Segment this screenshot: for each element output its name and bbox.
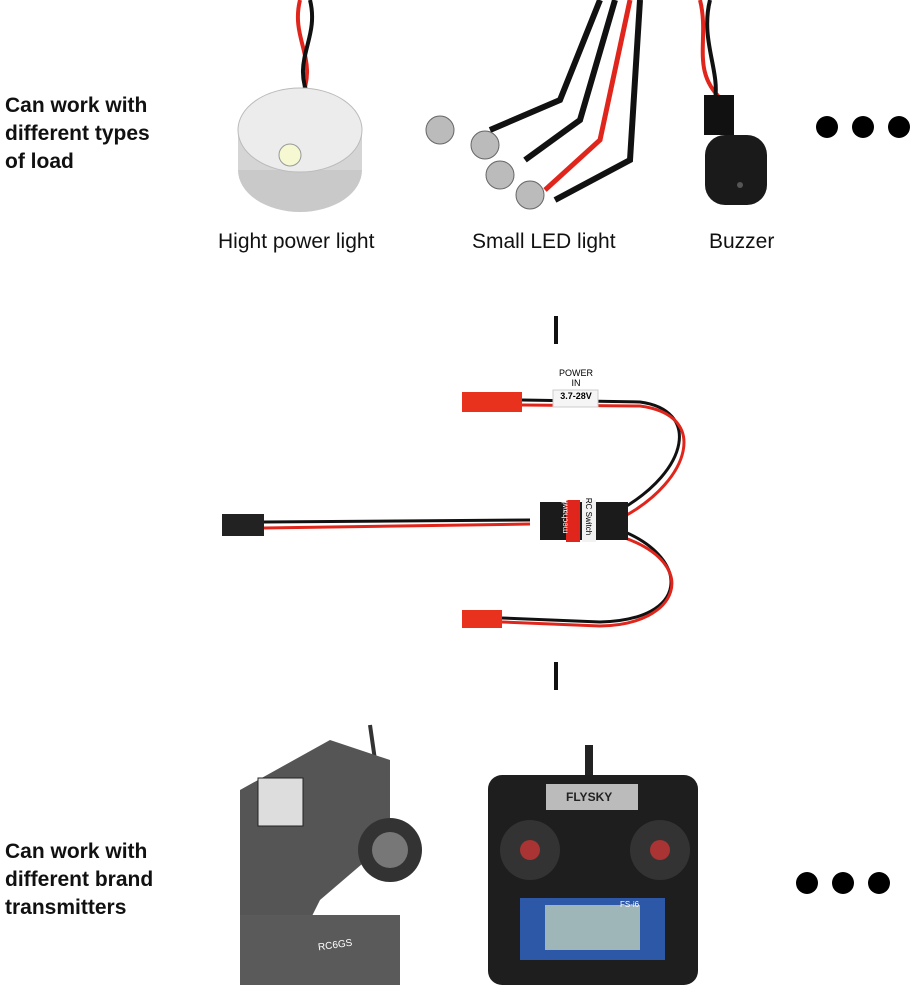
pistol-transmitter-image [240,724,422,985]
flysky-transmitter-image [488,745,698,985]
dot [888,116,910,138]
power-in-label: POWER IN 3.7-28V [558,368,593,401]
switch-model: RC Switch [584,497,594,536]
rc-switch-image [222,389,686,628]
high-power-light-image [237,0,363,212]
caption-small-led-light: Small LED light [472,230,616,253]
dot [832,872,854,894]
dot [852,116,874,138]
dot [868,872,890,894]
small-led-light-image [425,0,643,210]
flysky-brand: FLYSKY [566,790,613,804]
dot [816,116,838,138]
more-loads-ellipsis [816,116,910,138]
top-load-label: Can work with different types of load [5,94,150,173]
bottom-transmitter-label: Can work with different brand transmitte… [5,840,154,919]
switch-brand: mechawk [560,499,570,534]
more-transmitters-ellipsis [796,872,890,894]
flysky-model: FS-i6 [620,900,640,909]
dot [796,872,818,894]
connector-line-top [554,316,558,344]
caption-buzzer: Buzzer [709,230,775,253]
caption-high-power-light: Hight power light [218,230,375,253]
buzzer-image [698,0,767,205]
connector-line-bottom [554,662,558,690]
